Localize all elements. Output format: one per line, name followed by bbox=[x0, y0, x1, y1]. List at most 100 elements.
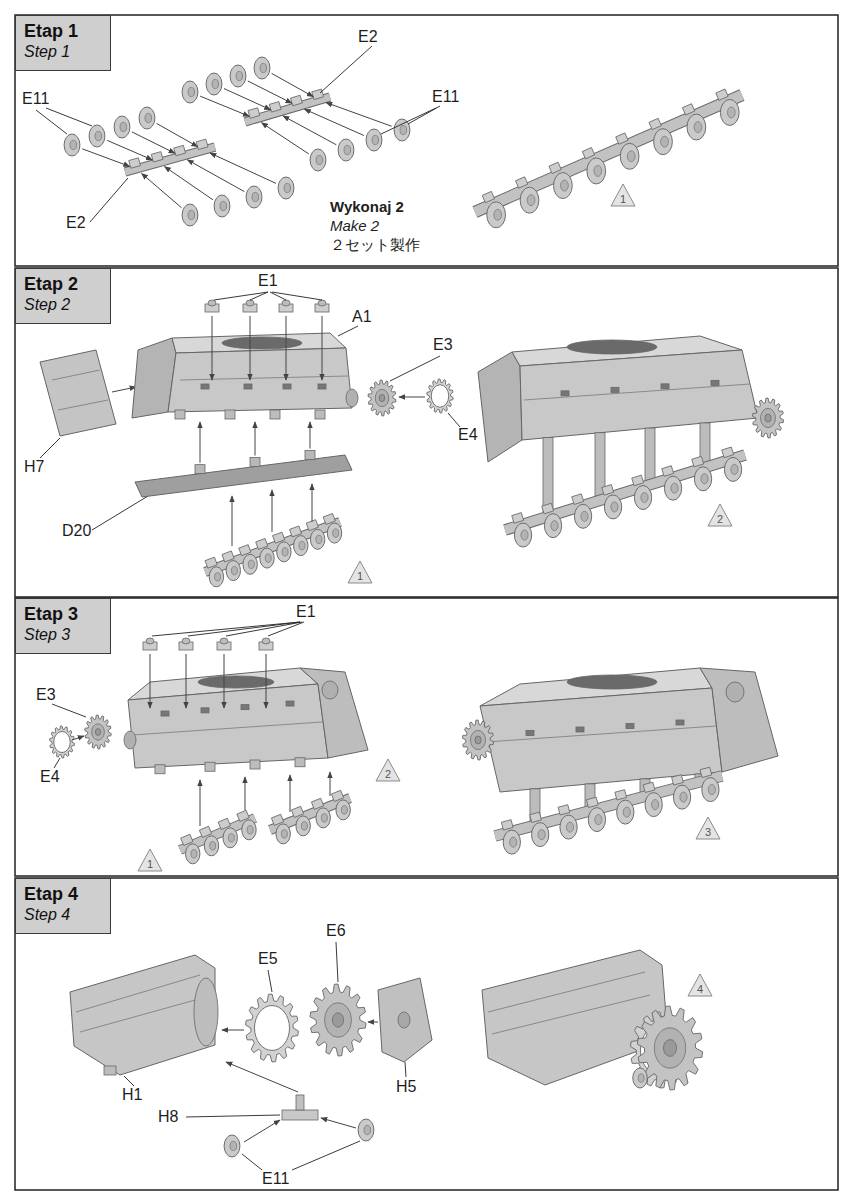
spring-block bbox=[558, 805, 570, 815]
road-wheel bbox=[310, 529, 324, 549]
leader-line bbox=[390, 356, 440, 381]
road-wheel bbox=[226, 561, 240, 581]
part-label: E3 bbox=[36, 686, 56, 704]
hull-tab bbox=[225, 410, 235, 419]
rivet-line bbox=[132, 722, 322, 735]
sprocket-ring bbox=[50, 726, 75, 758]
ring-teeth bbox=[50, 726, 75, 758]
reference-triangle: 1 bbox=[137, 848, 163, 872]
mount-slot bbox=[626, 724, 634, 729]
hull-floor bbox=[135, 455, 352, 497]
callout-number: 1 bbox=[347, 570, 373, 582]
road-wheel bbox=[204, 836, 218, 856]
leader-line bbox=[186, 1115, 280, 1117]
housing-ridge bbox=[492, 995, 650, 1034]
wheel-hub bbox=[400, 125, 407, 134]
mount-slot bbox=[318, 384, 326, 389]
sprocket-boss bbox=[765, 414, 771, 422]
part-label: A1 bbox=[352, 308, 372, 326]
wheel-hub bbox=[333, 529, 339, 537]
road-wheel bbox=[724, 457, 741, 481]
illustration-group bbox=[15, 15, 838, 1190]
road-wheel bbox=[617, 800, 634, 824]
sprocket bbox=[462, 720, 493, 760]
part-label: H5 bbox=[396, 1078, 416, 1096]
wheel-hub bbox=[708, 785, 715, 795]
road-wheel bbox=[296, 816, 310, 836]
assembly-arrow bbox=[261, 123, 308, 154]
road-wheel bbox=[574, 504, 591, 528]
leader-line bbox=[188, 622, 300, 636]
sprocket-hub bbox=[92, 724, 105, 740]
spring-block bbox=[582, 148, 594, 159]
rear-plate bbox=[40, 350, 116, 436]
bogie-bar bbox=[475, 95, 742, 212]
step-header: Etap 2Step 2 bbox=[15, 268, 111, 324]
ring-hole bbox=[431, 385, 449, 407]
wheel-hub bbox=[527, 195, 535, 206]
housing-end bbox=[194, 978, 218, 1046]
leader-line bbox=[405, 1062, 406, 1077]
ring-teeth bbox=[246, 994, 299, 1062]
wheel-hub bbox=[594, 165, 602, 176]
reference-triangle: 2 bbox=[375, 758, 401, 782]
mount-slot bbox=[283, 384, 291, 389]
assembly-arrow bbox=[310, 422, 311, 449]
wheel-hub bbox=[188, 87, 195, 96]
road-wheel bbox=[276, 824, 290, 844]
assembly-arrow bbox=[266, 654, 267, 708]
triangle-shape bbox=[138, 849, 162, 871]
road-wheel bbox=[182, 81, 198, 103]
wheel-hub bbox=[316, 535, 322, 543]
road-wheel bbox=[277, 542, 291, 562]
leader-line bbox=[250, 292, 268, 300]
mount-slot bbox=[201, 708, 209, 713]
hull-side bbox=[168, 348, 352, 412]
assembly-arrow bbox=[399, 397, 425, 398]
hull-side bbox=[480, 688, 722, 792]
road-wheel bbox=[338, 139, 354, 161]
part-label: E3 bbox=[433, 336, 453, 354]
spring-block bbox=[602, 485, 614, 496]
road-wheel bbox=[310, 149, 326, 171]
sprocket-boss bbox=[95, 729, 100, 736]
plate-detail bbox=[58, 400, 108, 410]
housing-ridge bbox=[80, 997, 206, 1032]
sprocket bbox=[310, 984, 366, 1056]
leader-line bbox=[36, 110, 67, 134]
step-panel bbox=[15, 598, 838, 876]
hull-tab bbox=[295, 758, 305, 767]
ring-teeth bbox=[427, 379, 453, 413]
wheel-hub bbox=[281, 830, 287, 838]
assembly-arrow bbox=[245, 777, 246, 810]
leader-line bbox=[292, 1141, 360, 1170]
hull-tab bbox=[315, 410, 325, 419]
wheel-hub bbox=[611, 502, 618, 512]
step-title: Etap 3 bbox=[24, 603, 78, 625]
sprocket-hub bbox=[375, 389, 388, 406]
road-wheel bbox=[520, 187, 539, 213]
road-wheel bbox=[604, 495, 621, 519]
leader-line bbox=[52, 704, 86, 717]
part-label: E4 bbox=[40, 768, 60, 786]
road-wheel bbox=[544, 514, 561, 538]
assembly-arrow bbox=[107, 140, 152, 159]
wheel-hub bbox=[551, 521, 558, 531]
sprocket-hub bbox=[471, 730, 486, 749]
road-wheel bbox=[224, 1135, 240, 1157]
assembly-arrow bbox=[322, 316, 323, 380]
road-wheel bbox=[294, 536, 308, 556]
road-wheel bbox=[206, 73, 222, 95]
wheel-hub bbox=[671, 483, 678, 493]
triangle-shape bbox=[376, 759, 400, 781]
mount-slot bbox=[576, 727, 584, 732]
spring-block bbox=[700, 767, 712, 777]
road-wheel bbox=[694, 467, 711, 491]
spring-block bbox=[632, 475, 644, 486]
road-wheel bbox=[587, 158, 606, 184]
wheel-hub bbox=[220, 201, 227, 210]
leader-line bbox=[226, 622, 302, 636]
leader-line bbox=[90, 178, 128, 222]
